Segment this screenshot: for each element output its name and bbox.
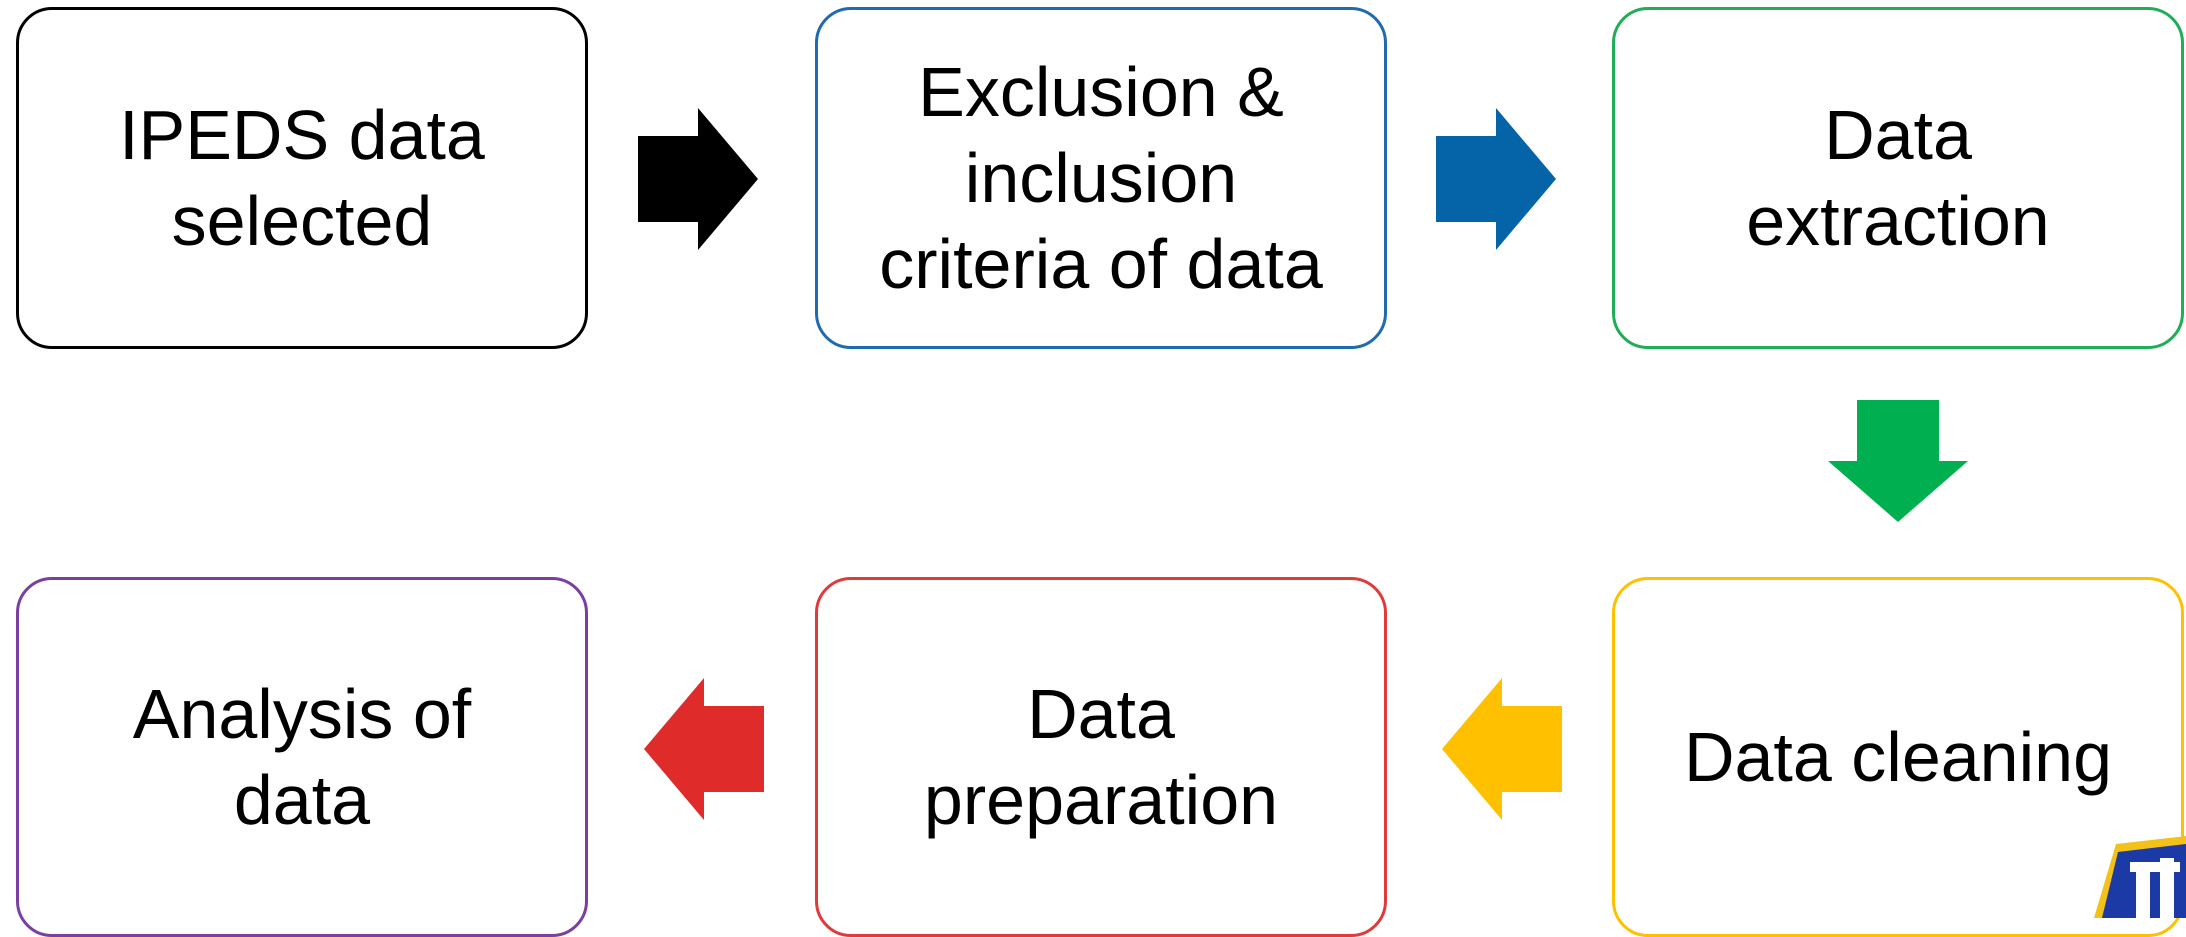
step-label: Data cleaning <box>1683 718 2113 796</box>
step-label: Data extraction <box>1746 96 2050 260</box>
university-logo-icon <box>2094 836 2186 918</box>
flowchart-diagram: IPEDS data selected Exclusion & inclusio… <box>16 7 2186 937</box>
arrow-shape <box>1828 400 1968 522</box>
step-analysis-of-data: Analysis of data <box>16 577 588 937</box>
step-label: Data preparation <box>923 675 1279 839</box>
arrow-shape <box>1436 108 1556 250</box>
arrow-left-icon <box>644 678 764 820</box>
arrow-shape <box>638 108 758 250</box>
step-label: Analysis of data <box>132 675 472 839</box>
arrow-right-icon <box>638 108 758 250</box>
arrow-right-icon <box>1436 108 1556 250</box>
step-data-preparation: Data preparation <box>815 577 1387 937</box>
arrow-shape <box>644 678 764 820</box>
step-data-extraction: Data extraction <box>1612 7 2184 349</box>
step-label: IPEDS data selected <box>119 96 485 260</box>
step-ipeds-data-selected: IPEDS data selected <box>16 7 588 349</box>
step-exclusion-inclusion-criteria: Exclusion & inclusion criteria of data <box>815 7 1387 349</box>
arrow-shape <box>1442 678 1562 820</box>
arrow-down-icon <box>1828 400 1968 522</box>
arrow-left-icon <box>1442 678 1562 820</box>
step-label: Exclusion & inclusion criteria of data <box>879 53 1323 303</box>
step-data-cleaning: Data cleaning <box>1612 577 2184 937</box>
